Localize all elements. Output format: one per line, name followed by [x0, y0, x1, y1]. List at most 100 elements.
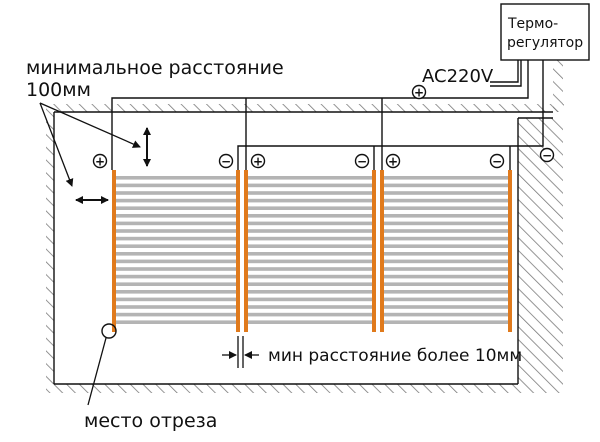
electrode-right [236, 170, 240, 332]
heating-stripe [248, 183, 372, 188]
heating-stripe [248, 297, 372, 302]
heating-stripe [248, 290, 372, 294]
heating-stripe [384, 229, 508, 233]
svg-text:+: + [95, 155, 105, 169]
electrode-left [112, 170, 116, 332]
heating-stripe [384, 267, 508, 271]
heating-stripe [248, 221, 372, 226]
heating-stripe [116, 290, 236, 294]
heating-stripe [116, 214, 236, 218]
heating-stripe [384, 312, 508, 317]
minus-sign-icon: − [218, 153, 234, 169]
heating-stripe [384, 198, 508, 203]
heating-stripe [116, 274, 236, 279]
heating-stripe [116, 297, 236, 302]
svg-text:+: + [388, 155, 398, 169]
heating-stripe [116, 206, 236, 210]
thermostat-box [500, 3, 590, 61]
min-distance-label-line2: 100мм [26, 79, 91, 101]
leader-lines [39, 102, 141, 187]
heating-stripe [116, 282, 236, 286]
heating-stripe [384, 206, 508, 210]
cut-place-leader [87, 337, 107, 406]
heating-stripe [384, 252, 508, 256]
thermostat-label-line1: Термо- [507, 16, 558, 32]
heating-stripe [116, 191, 236, 195]
heating-stripe [384, 305, 508, 309]
svg-text:−: − [542, 149, 552, 163]
electrode-right [508, 170, 512, 332]
heating-stripe [116, 320, 236, 324]
heating-stripe [384, 244, 508, 248]
plus-sign-icon: + [92, 153, 108, 169]
heating-stripe [248, 214, 372, 218]
cut-place-label: место отреза [84, 410, 217, 432]
plus-sign-icon: + [385, 153, 401, 169]
heating-stripe [248, 259, 372, 264]
heating-stripes [248, 176, 372, 324]
heating-stripe [248, 320, 372, 324]
heating-stripe [384, 259, 508, 264]
svg-text:−: − [492, 155, 502, 169]
minus-sign-icon: − [354, 153, 370, 169]
heating-stripe [248, 176, 372, 180]
cut-place-marker [101, 323, 117, 339]
heating-stripe [248, 305, 372, 309]
svg-text:−: − [221, 155, 231, 169]
heating-stripe [384, 274, 508, 279]
heating-film-panel-3 [380, 170, 512, 332]
minus-sign-icon: − [489, 153, 505, 169]
plus-sign-icon: + [411, 84, 427, 100]
heating-stripe [248, 274, 372, 279]
heating-stripe [116, 236, 236, 241]
heating-stripes [384, 176, 508, 324]
heating-stripe [384, 191, 508, 195]
heating-film-panel-2 [244, 170, 376, 332]
heating-stripe [116, 244, 236, 248]
heating-stripe [116, 259, 236, 264]
heating-stripe [384, 320, 508, 324]
heating-stripe [116, 221, 236, 226]
heating-stripe [384, 176, 508, 180]
heating-stripe [384, 183, 508, 188]
plus-sign-icon: + [250, 153, 266, 169]
heating-stripe [248, 229, 372, 233]
wall-hatch [46, 60, 564, 393]
heating-stripe [248, 267, 372, 271]
heating-stripe [384, 297, 508, 302]
heating-stripe [248, 312, 372, 317]
heating-stripe [248, 282, 372, 286]
heating-stripe [384, 282, 508, 286]
heating-stripe [248, 206, 372, 210]
heating-stripe [116, 198, 236, 203]
electrode-right [372, 170, 376, 332]
minus-sign-icon: − [539, 147, 555, 163]
heating-stripe [116, 267, 236, 271]
svg-text:+: + [414, 86, 424, 100]
heating-stripe [384, 214, 508, 218]
heating-stripe [248, 191, 372, 195]
heating-stripe [116, 312, 236, 317]
heating-stripe [384, 221, 508, 226]
heating-stripe [248, 252, 372, 256]
heating-stripe [384, 236, 508, 241]
electrode-left [380, 170, 384, 332]
heating-stripe [248, 236, 372, 241]
thermostat-label-line2: регулятор [507, 35, 583, 51]
heating-stripes [116, 176, 236, 324]
heating-stripe [116, 183, 236, 188]
min-distance-label-line1: минимальное расстояние [26, 57, 284, 79]
heating-stripe [116, 229, 236, 233]
supply-voltage-label: AC220V [422, 66, 494, 87]
heating-stripe [384, 290, 508, 294]
heating-stripe [248, 198, 372, 203]
heating-stripe [116, 176, 236, 180]
panel-gap-indicator [222, 336, 259, 368]
heating-film-panel-1 [112, 170, 240, 332]
heating-stripe [248, 244, 372, 248]
heating-stripe [116, 305, 236, 309]
electrode-left [244, 170, 248, 332]
svg-text:−: − [357, 155, 367, 169]
gap-distance-label: мин расстояние более 10мм [268, 346, 522, 366]
